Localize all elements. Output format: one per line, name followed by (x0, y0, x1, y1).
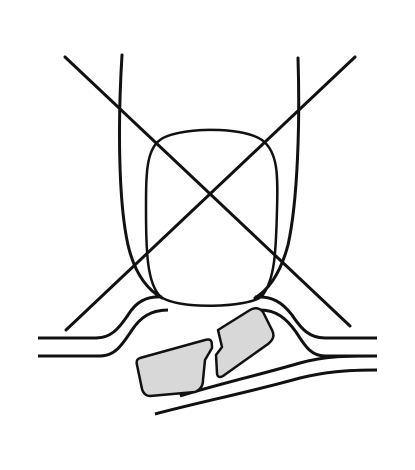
surface-line-left-bottom (38, 308, 169, 358)
cross-line-1 (63, 55, 352, 328)
broken-fragment-right (214, 307, 275, 379)
surface-line-left-top (38, 295, 163, 340)
surface-line-right-bottom (259, 308, 377, 358)
nail-outline (144, 128, 279, 307)
cross-line-2 (64, 55, 357, 332)
slope-line-lower (154, 368, 378, 416)
broken-fragment-left (135, 338, 214, 398)
finger-outline-left (118, 53, 164, 300)
slope-line-upper (179, 354, 378, 398)
surface-line-right-top (254, 295, 377, 340)
